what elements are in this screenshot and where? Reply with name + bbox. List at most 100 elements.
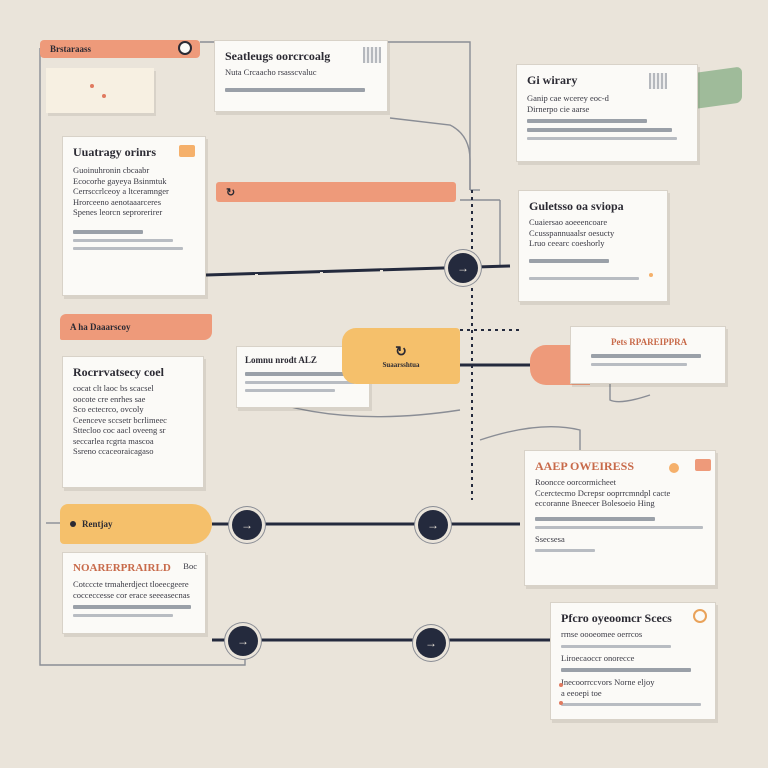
tag-ring-icon: [178, 41, 192, 55]
marker-dot: [102, 94, 106, 98]
left-amber-label: Rentjay: [82, 519, 113, 529]
recovery-card-line: Ceenceve sccsetr bcrlimeec: [73, 414, 167, 425]
recovery-card-line: Sco ectecrco, ovcoly: [73, 404, 144, 414]
center-note-bar: [245, 372, 345, 376]
center-amber-label: Suaarsshtua: [382, 360, 420, 369]
guidance-bar: [529, 276, 639, 280]
settings-card-title: Seatleugs oorcrcoalg: [225, 49, 331, 63]
guidance-card-line: Cuaiersao aoeeencoare: [529, 217, 608, 227]
strategy-card-title: Uuatragy orinrs: [73, 145, 156, 159]
bottom-right-line: rrnse oooeomee oerrcos: [561, 629, 643, 639]
info-card-line: Ganip cae wcerey eoc-d: [527, 93, 609, 103]
mid-right-bar: [591, 354, 701, 358]
bottom-left-card[interactable]: NOARERPRAIRLD Boc Cotcccte trmaherdject …: [62, 552, 206, 634]
recovery-card-line: seccarlea rcgrta mascoa: [73, 435, 154, 446]
bottom-left-badge: Boc: [183, 561, 197, 571]
bottom-right-bar: [561, 668, 691, 672]
mid-right-bar: [591, 363, 687, 366]
info-card-title: Gi wirary: [527, 73, 578, 87]
bottom-left-title: NOARERPRAIRLD: [73, 562, 171, 574]
marker-dot: [90, 84, 94, 88]
recovery-card-line: Sttecloo coc aacl oveeng sr: [73, 425, 166, 435]
marker-dot: [559, 683, 563, 687]
marker-dot: [649, 273, 653, 277]
arrow-right-icon[interactable]: →: [448, 253, 478, 283]
bottom-right-bar: [561, 644, 671, 648]
audit-card-title: AAEP OWEIRESS: [535, 459, 635, 473]
bottom-right-bar: [561, 703, 701, 706]
guidance-card-title: Guletsso oa sviopa: [529, 199, 624, 213]
arrow-right-icon[interactable]: →: [416, 628, 446, 658]
info-bar: [527, 128, 672, 132]
section-tag-top-left[interactable]: Brstaraass: [40, 40, 200, 58]
center-note-title: Lomnu nrodt ALZ: [245, 355, 317, 365]
audit-footer: Ssecsesa: [535, 533, 565, 544]
strategy-card-line: Cerrsccrlceoy a ltceramnger: [73, 186, 169, 196]
center-amber-tag[interactable]: ↻ Suaarsshtua: [342, 328, 460, 384]
strategy-bar: [73, 238, 173, 242]
clock-icon: [693, 609, 707, 623]
bottom-right-line: Inecoorrccvors Norne eljoy: [561, 677, 655, 687]
arrow-right-icon[interactable]: →: [418, 510, 448, 540]
strategy-bar: [73, 246, 183, 250]
section-tag-label: Brstaraass: [50, 44, 91, 54]
arrow-right-icon[interactable]: →: [232, 510, 262, 540]
guidance-bar: [529, 258, 609, 263]
bottom-left-bar: [73, 614, 173, 617]
bottom-left-line: Cotcccte trmaherdject tloeecgeere: [73, 579, 189, 589]
strategy-card-line: Hrorceeno aenotaaarceres: [73, 196, 162, 207]
recovery-card-line: cocat clt laoc bs scacsel: [73, 383, 154, 393]
link-icon: ↻: [226, 186, 236, 199]
guidance-card[interactable]: Guletsso oa sviopa Cuaiersao aoeeencoare…: [518, 190, 668, 302]
strategy-card-line: Ecocorhe gayeya Bsinmtuk: [73, 175, 167, 186]
audit-bar: [535, 525, 703, 529]
section-tag-label: A ha Daaarscoy: [70, 322, 131, 332]
strategy-bar: [73, 229, 143, 234]
audit-card-line: eccoranne Bneecer Bolesoeio Hing: [535, 498, 655, 508]
bottom-right-card[interactable]: Pfcro oyeoomcr Scecs rrnse oooeomee oerr…: [550, 602, 716, 720]
marker-dot: [669, 463, 679, 473]
bottom-right-line: a eeoepi toe: [561, 687, 602, 698]
settings-bar: [225, 87, 365, 92]
guidance-card-line: Lruo ceearc coeshorly: [529, 238, 605, 248]
bottom-right-line: Liroecaoccr onorecce: [561, 652, 635, 663]
audit-card[interactable]: AAEP OWEIRESS Rooncce oorcormicheet Ccer…: [524, 450, 716, 586]
info-card-line: Dirnerpo cie aarse: [527, 103, 590, 114]
recovery-card[interactable]: Rocrrvatsecy coel cocat clt laoc bs scac…: [62, 356, 204, 488]
guidance-card-line: Ccusspannuaalsr oesucty: [529, 227, 615, 238]
left-amber-tag[interactable]: Rentjay: [60, 504, 212, 544]
refresh-icon: ↻: [395, 344, 407, 360]
audit-bar: [535, 516, 655, 521]
mid-right-card[interactable]: Pets RPAREIPPRA: [570, 326, 726, 384]
recovery-card-title: Rocrrvatsecy coel: [73, 365, 164, 379]
strategy-card[interactable]: Uuatragy orinrs Guoinuhronin cbcaabr Eco…: [62, 136, 206, 296]
info-bar: [527, 119, 647, 123]
center-note-bar: [245, 389, 335, 392]
strategy-card-line: Spenes leorcn seprorerirer: [73, 207, 163, 217]
recovery-card-line: Ssreno ccaceoraicagaso: [73, 446, 154, 456]
alert-icon: [179, 145, 195, 157]
arrow-right-icon[interactable]: →: [228, 626, 258, 656]
link-bar-upper[interactable]: ↻: [216, 182, 456, 202]
settings-card-line: Nuta Crcaacho rsasscvaluc: [225, 67, 317, 77]
section-tag-left[interactable]: A ha Daaarscoy: [60, 314, 212, 340]
bottom-right-title: Pfcro oyeoomcr Scecs: [561, 611, 672, 625]
alert-icon: [695, 459, 711, 471]
mid-right-title: Pets RPAREIPPRA: [611, 337, 688, 347]
audit-card-line: Rooncce oorcormicheet: [535, 477, 616, 487]
recovery-card-line: oocote cre enrhes sae: [73, 393, 146, 404]
note-card-top-left: [46, 68, 154, 113]
bottom-left-line: cocceccesse cor erace seeeasecnas: [73, 589, 190, 600]
grid-icon: [649, 73, 667, 89]
marker-dot: [559, 701, 563, 705]
info-bar: [527, 137, 677, 140]
grid-icon: [363, 47, 381, 63]
strategy-card-line: Guoinuhronin cbcaabr: [73, 165, 150, 175]
info-card-top-right[interactable]: Gi wirary Ganip cae wcerey eoc-d Dirnerp…: [516, 64, 698, 162]
center-note-bar: [245, 381, 355, 384]
audit-bar: [535, 549, 595, 552]
audit-card-line: Ccerctecmo Dcrepsr ooprrcmndpl cacte: [535, 487, 671, 498]
settings-card[interactable]: Seatleugs oorcrcoalg Nuta Crcaacho rsass…: [214, 40, 388, 112]
bottom-left-bar: [73, 605, 191, 609]
dot-icon: [70, 521, 76, 527]
